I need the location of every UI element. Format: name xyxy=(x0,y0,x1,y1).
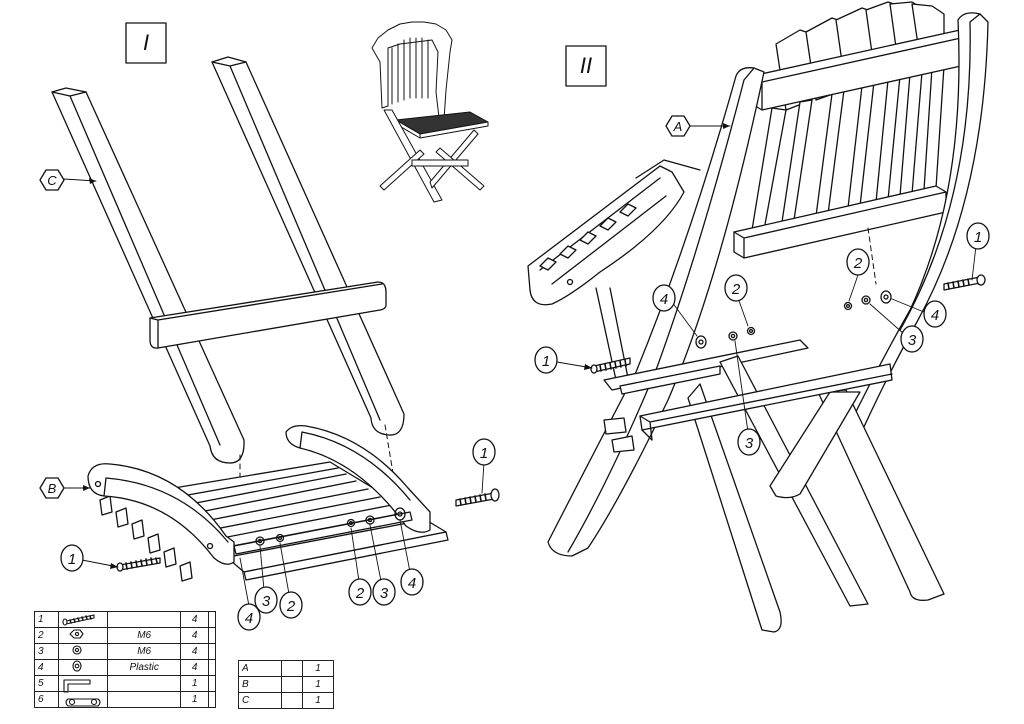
component-blank xyxy=(280,660,304,677)
component-label: A xyxy=(238,660,282,677)
part-label-b: B xyxy=(48,481,57,496)
parts-row-qty: 1 xyxy=(180,691,209,708)
assembled-chair-thumbnail xyxy=(371,21,489,203)
view-2-label-box xyxy=(565,45,607,87)
callout-v2-bolt-right: 1 xyxy=(974,229,982,246)
callout-v1-spacer-left: 4 xyxy=(245,610,253,627)
parts-row-icon xyxy=(57,659,108,676)
parts-row-blank xyxy=(207,627,217,644)
bolt-right-view1 xyxy=(455,488,500,507)
part-b-seat xyxy=(87,424,449,582)
parts-row-icon xyxy=(57,627,108,644)
callout-v1-nut-left: 2 xyxy=(286,598,296,615)
parts-row-qty: 4 xyxy=(180,659,209,676)
callout-v2-nut-mid: 2 xyxy=(731,281,741,298)
view-1-label: I xyxy=(143,30,149,55)
parts-row-icon xyxy=(57,643,108,660)
component-qty: 1 xyxy=(302,676,334,693)
hardware-view1 xyxy=(255,515,375,546)
parts-row-qty: 1 xyxy=(180,675,209,692)
legs-view2 xyxy=(603,355,945,633)
callout-v2-nut-right: 2 xyxy=(853,255,863,272)
bolt-right-view2 xyxy=(943,274,986,291)
parts-row-blank xyxy=(207,659,217,676)
callout-v2-washer-right: 3 xyxy=(908,332,917,349)
parts-row-number: 1 xyxy=(34,611,59,628)
parts-row-qty: 4 xyxy=(180,611,209,628)
parts-row-blank xyxy=(207,611,217,628)
part-label-a: A xyxy=(673,119,683,134)
parts-row-blank xyxy=(207,691,217,708)
alignment-lines-view2 xyxy=(867,227,877,285)
component-qty: 1 xyxy=(302,660,334,677)
callout-v2-spacer-right: 4 xyxy=(931,307,939,324)
parts-row-blank xyxy=(207,675,217,692)
callout-v1-bolt-left: 1 xyxy=(68,551,76,568)
seat-rail-view2 xyxy=(527,159,809,391)
component-blank xyxy=(280,692,304,709)
callout-v1-washer-left: 3 xyxy=(262,593,271,610)
parts-row-blank xyxy=(207,643,217,660)
bolt-left-view2 xyxy=(590,357,631,374)
component-blank xyxy=(280,676,304,693)
parts-row-spec xyxy=(106,611,182,628)
parts-row-spec: M6 xyxy=(106,627,182,644)
component-label: B xyxy=(238,676,282,693)
part-label-c: C xyxy=(47,173,57,188)
hardware-view2 xyxy=(566,278,892,349)
parts-row-spec: M6 xyxy=(106,643,182,660)
parts-row-qty: 4 xyxy=(180,627,209,644)
parts-row-icon xyxy=(57,675,108,692)
callout-v1-spacer-right: 4 xyxy=(408,575,416,592)
callout-v2-washer-mid: 3 xyxy=(745,435,754,452)
view-1-label-box xyxy=(125,22,167,64)
parts-row-number: 5 xyxy=(34,675,59,692)
view-2-label: II xyxy=(580,53,592,78)
parts-row-spec xyxy=(106,675,182,692)
callout-v1-washer-right: 3 xyxy=(380,585,389,602)
callout-v2-bolt-left: 1 xyxy=(542,353,550,370)
callout-v1-nut-right: 2 xyxy=(355,585,365,602)
component-label: C xyxy=(238,692,282,709)
parts-row-spec xyxy=(106,691,182,708)
parts-row-number: 2 xyxy=(34,627,59,644)
parts-row-number: 4 xyxy=(34,659,59,676)
parts-row-icon xyxy=(57,611,108,628)
part-a-backrest xyxy=(547,1,989,557)
parts-row-number: 6 xyxy=(34,691,59,708)
part-c-back-frame xyxy=(51,56,405,464)
parts-row-qty: 4 xyxy=(180,643,209,660)
callout-v2-spacer-left: 4 xyxy=(660,291,668,308)
parts-row-icon xyxy=(57,691,108,708)
bolt-left-view1 xyxy=(116,557,161,572)
parts-row-number: 3 xyxy=(34,643,59,660)
parts-row-spec: Plastic xyxy=(106,659,182,676)
component-qty: 1 xyxy=(302,692,334,709)
callout-v1-bolt-right: 1 xyxy=(480,445,488,462)
